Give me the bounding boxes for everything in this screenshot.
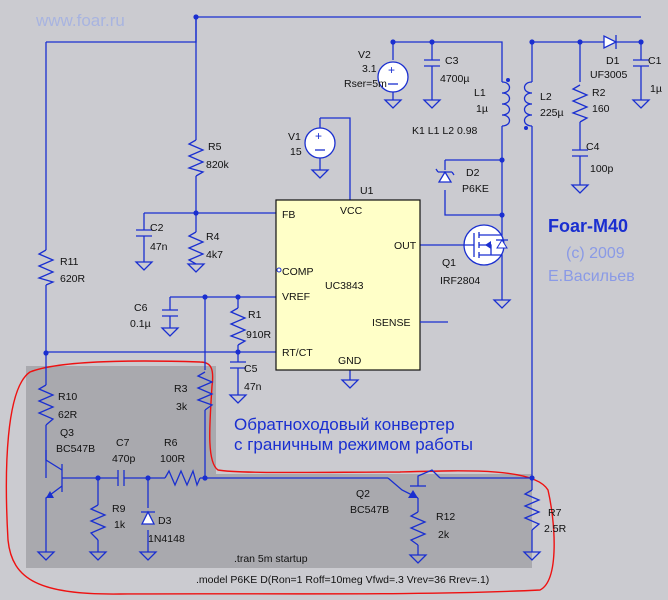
c1-val: 1µ [650, 83, 662, 95]
q1-ref: Q1 [442, 257, 456, 269]
ic-u1-ref: U1 [360, 185, 374, 197]
junctions [43, 14, 644, 481]
r1-ref: R1 [248, 309, 262, 321]
watermark-text: www.foar.ru [35, 11, 125, 30]
d1-val: UF3005 [590, 69, 628, 81]
c4-ref: C4 [586, 141, 600, 153]
r2-ref: R2 [592, 87, 606, 99]
q3-val: BC547B [56, 443, 95, 455]
l2-ref: L2 [540, 91, 552, 103]
brand-title: Foar-M40 [548, 216, 628, 236]
q3-emitter-arrow [46, 491, 54, 498]
ic-pin-vcc: VCC [340, 205, 363, 217]
capacitor-symbols [117, 59, 649, 486]
v2-ref: V2 [358, 49, 371, 61]
r9-ref: R9 [112, 503, 126, 515]
diode-symbols [140, 34, 622, 525]
caption-line1: Обратноходовый конвертер [234, 415, 455, 434]
r6-ref: R6 [164, 437, 178, 449]
r10-ref: R10 [58, 391, 77, 403]
sim-model-directive: .model P6KE D(Ron=1 Roff=10meg Vfwd=.3 V… [196, 574, 489, 586]
q2-emitter-arrow [408, 490, 418, 498]
c6-val: 0.1µ [130, 318, 151, 330]
ic-pin-isense: ISENSE [372, 317, 411, 329]
r10-val: 62R [58, 409, 78, 421]
wires [45, 16, 642, 555]
d3-val: 1N4148 [148, 533, 185, 545]
brand-copyright: (c) 2009 [566, 245, 625, 262]
brand-author: Е.Васильев [548, 268, 635, 285]
c7-val: 470p [112, 453, 136, 465]
c2-ref: C2 [150, 222, 164, 234]
l2-val: 225µ [540, 107, 564, 119]
l2-phase-dot [524, 126, 528, 130]
coupling-statement: K1 L1 L2 0.98 [412, 125, 478, 137]
r11-ref: R11 [60, 256, 79, 268]
svg-text:+: + [388, 63, 395, 77]
r11-val: 620R [60, 273, 86, 285]
c5-val: 47n [244, 381, 262, 393]
ic-u1-part: UC3843 [325, 280, 364, 292]
ic-comp-pin-dot [276, 267, 282, 273]
c4-val: 100p [590, 163, 614, 175]
r9-val: 1k [114, 519, 126, 531]
r4-ref: R4 [206, 231, 220, 243]
c6-ref: C6 [134, 302, 148, 314]
q1-val: IRF2804 [440, 275, 480, 287]
ic-pin-vref: VREF [282, 291, 310, 303]
d2-ref: D2 [466, 167, 480, 179]
ground-symbols [36, 99, 651, 564]
sim-tran-directive: .tran 5m startup [234, 553, 308, 565]
c1-ref: C1 [648, 55, 662, 67]
d2-val: P6KE [462, 183, 489, 195]
r5-val: 820k [206, 159, 230, 171]
ic-pin-gnd: GND [338, 355, 362, 367]
c3-ref: C3 [445, 55, 459, 67]
caption-line2: с граничным режимом работы [234, 435, 473, 454]
c2-val: 47n [150, 241, 168, 253]
c3-val: 4700µ [440, 73, 469, 85]
r1-val: 910R [246, 329, 272, 341]
v1-ref: V1 [288, 131, 301, 143]
r7-ref: R7 [548, 507, 562, 519]
highlight-outline [5, 360, 555, 595]
r7-val: 2.5R [544, 523, 567, 535]
inductor-symbols [501, 81, 533, 127]
r5-ref: R5 [208, 141, 222, 153]
q2-ref: Q2 [356, 488, 370, 500]
resistor-symbols [37, 84, 589, 546]
ic-pin-rtct: RT/CT [282, 347, 313, 359]
l1-ref: L1 [474, 87, 486, 99]
r3-val: 3k [176, 401, 188, 413]
c5-ref: C5 [244, 363, 258, 375]
r4-val: 4k7 [206, 249, 223, 261]
v1-source: + [304, 118, 336, 170]
r12-ref: R12 [436, 511, 455, 523]
svg-text:+: + [315, 129, 322, 143]
v1-val: 15 [290, 146, 302, 158]
ic-pin-fb: FB [282, 209, 295, 221]
l1-val: 1µ [476, 103, 488, 115]
r3-ref: R3 [174, 383, 188, 395]
v2-rser: Rser=5m [344, 78, 387, 90]
r12-val: 2k [438, 529, 450, 541]
ic-u1-body [275, 199, 421, 371]
v2-val: 3.1 [362, 63, 377, 75]
d3-ref: D3 [158, 515, 172, 527]
ic-pin-out: OUT [394, 240, 417, 252]
startup-circuit-shading [26, 366, 532, 568]
v2-source: + [377, 61, 409, 100]
d1-ref: D1 [606, 55, 620, 67]
r6-val: 100R [160, 453, 186, 465]
q2-val: BC547B [350, 504, 389, 516]
c7-ref: C7 [116, 437, 130, 449]
r2-val: 160 [592, 103, 610, 115]
l1-phase-dot [506, 78, 510, 82]
q1-mosfet [462, 215, 508, 270]
q3-ref: Q3 [60, 427, 74, 439]
ic-pin-comp: COMP [282, 266, 314, 278]
